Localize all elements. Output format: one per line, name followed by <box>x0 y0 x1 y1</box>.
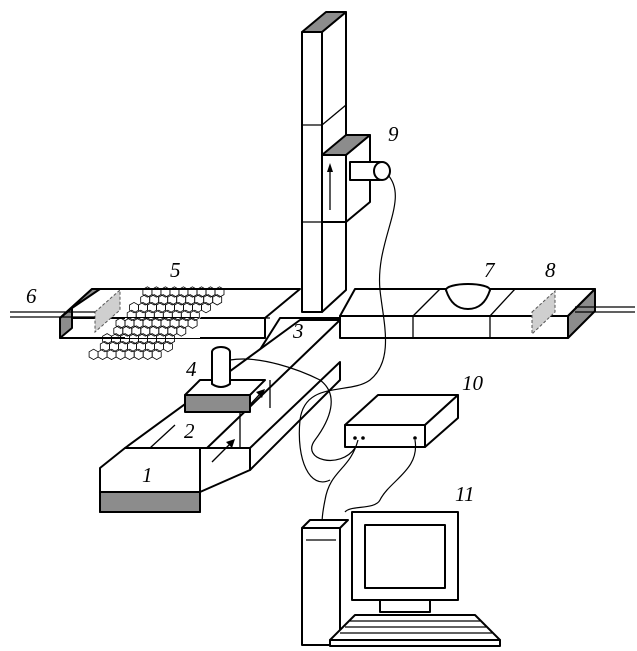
hex-cell <box>212 294 223 306</box>
right-rod <box>575 306 635 313</box>
tower-slider <box>321 134 371 223</box>
label-6: 6 <box>26 284 37 308</box>
hex-cell <box>201 301 211 314</box>
label-4: 4 <box>186 357 197 381</box>
hex-cell <box>162 340 173 353</box>
front-end-cap <box>99 491 201 513</box>
hex-cell <box>151 348 162 361</box>
right-end-cap <box>567 288 596 339</box>
controller-cable <box>344 439 417 513</box>
label-1: 1 <box>142 463 153 487</box>
hex-cell <box>165 333 176 345</box>
right-arm <box>339 283 596 339</box>
hex-mesh-zone <box>88 286 230 361</box>
label-10: 10 <box>462 371 484 395</box>
left-rod <box>10 311 95 318</box>
left-arm <box>59 286 301 361</box>
hex-mesh <box>88 286 225 361</box>
hex-cell <box>187 317 198 329</box>
hex-cell <box>176 325 187 337</box>
label-9: 9 <box>388 122 399 146</box>
keyboard-keys <box>340 620 492 634</box>
weighing-box <box>184 346 266 413</box>
label-11: 11 <box>455 482 474 506</box>
label-2: 2 <box>184 419 195 443</box>
controller-box <box>344 394 459 448</box>
left-gate <box>94 288 121 334</box>
label-5: 5 <box>170 258 181 282</box>
hex-cell <box>88 348 99 361</box>
camera <box>298 161 396 483</box>
sensor-cable <box>229 358 356 462</box>
food-bowl <box>445 283 491 310</box>
computer <box>301 511 501 647</box>
vertical-tower <box>301 11 371 313</box>
label-3: 3 <box>292 319 304 343</box>
right-gate <box>531 289 556 336</box>
tower-top-cap <box>301 11 347 33</box>
label-8: 8 <box>545 258 556 282</box>
hex-cell <box>189 309 200 322</box>
cylinder-sensor <box>211 346 231 388</box>
hex-cell <box>214 286 225 298</box>
label-7: 7 <box>484 258 496 282</box>
